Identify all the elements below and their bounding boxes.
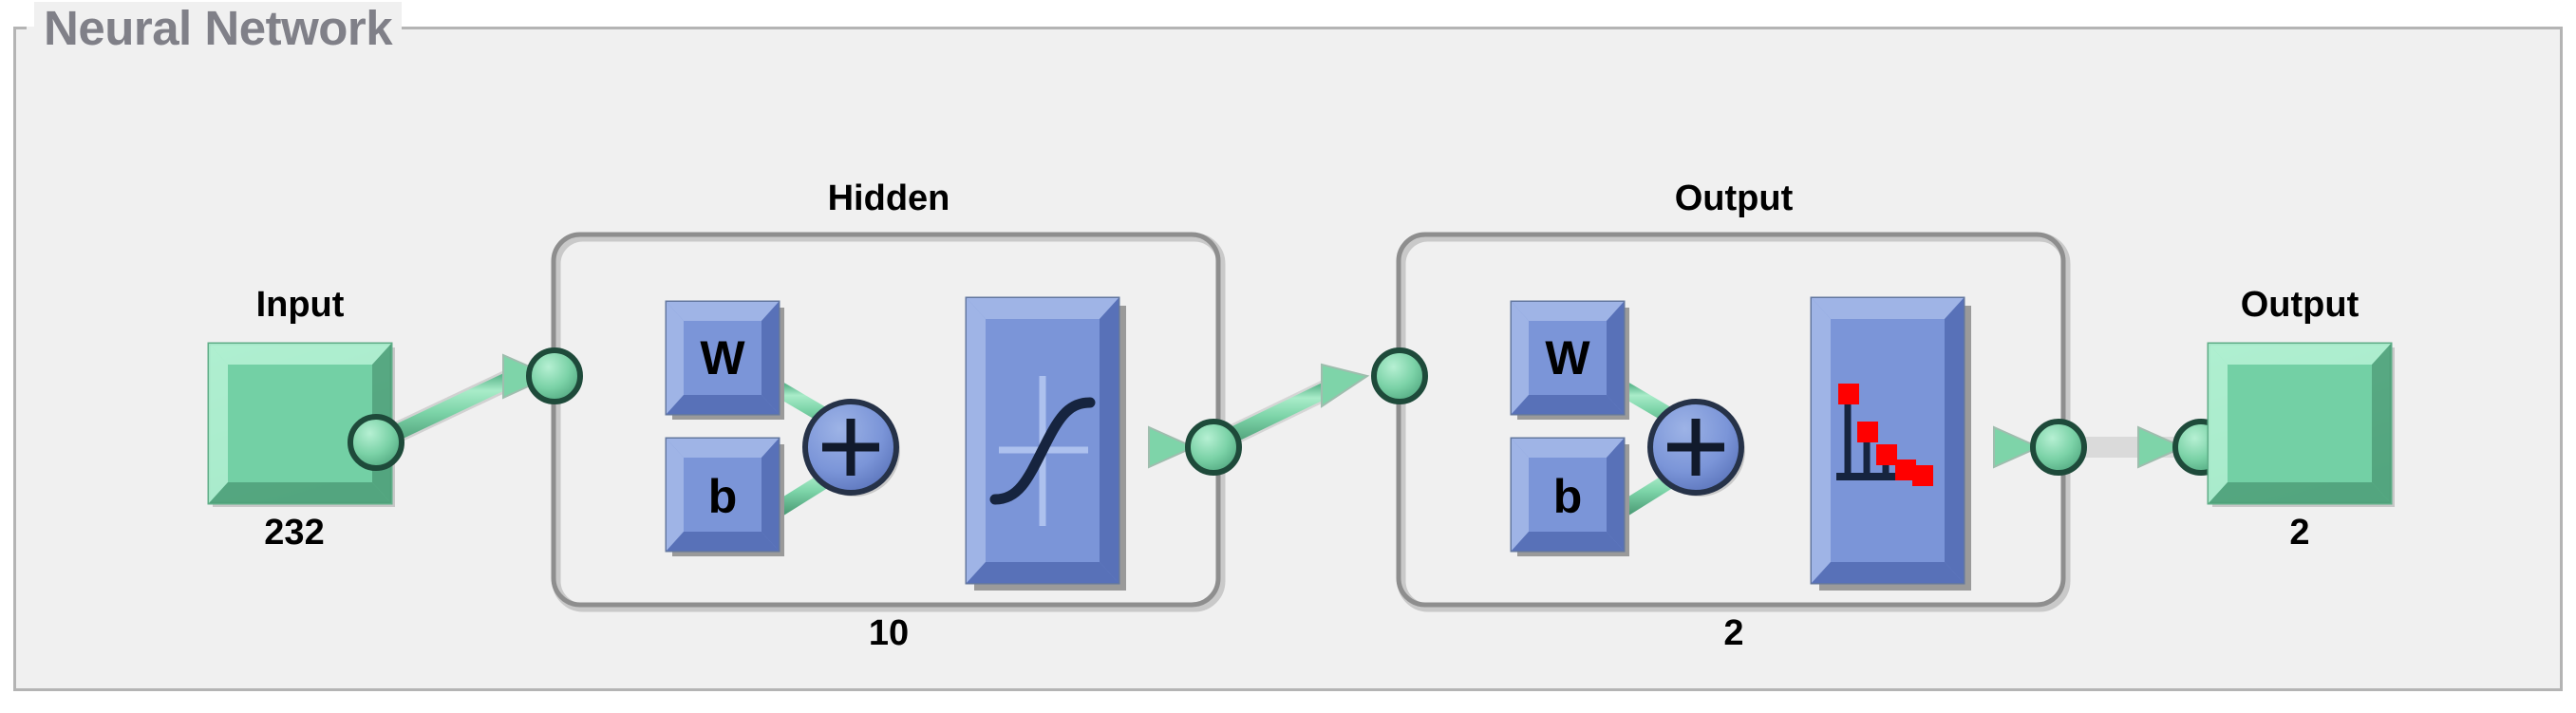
hidden-exit-node [1185, 419, 1242, 476]
panel-border-top-left [13, 27, 27, 29]
connector-hidden-transfer-to-exit [1122, 425, 1196, 469]
arrow-head-icon [2137, 425, 2186, 469]
panel-border-bottom [13, 688, 2563, 691]
output-label: Output [2240, 285, 2360, 325]
output-entry-node [1371, 347, 1428, 404]
panel-border-left [13, 27, 16, 691]
output-transfer-block[interactable] [1810, 296, 1971, 591]
output-exit-node [2030, 419, 2087, 476]
input-label: Input [255, 285, 345, 325]
page-title: Neural Network [34, 2, 403, 55]
panel-border-right [2560, 27, 2563, 691]
input-output-node [348, 414, 404, 471]
sigmoid-curve-icon [989, 397, 1096, 505]
output-sum-node[interactable] [1647, 399, 1745, 497]
output-layer-label: Output [1674, 178, 1794, 218]
output-bias-block[interactable]: b [1510, 437, 1629, 556]
arrow-head-icon [1321, 363, 1370, 408]
hidden-entry-node [526, 347, 583, 404]
stem-plot-icon [1838, 384, 1933, 486]
panel-border-top-right [397, 27, 2563, 29]
hidden-transfer-block[interactable] [965, 296, 1126, 591]
output-bias-label: b [1553, 470, 1583, 523]
output-weight-label: W [1545, 331, 1590, 385]
hidden-weight-label: W [700, 331, 745, 385]
arrow-head-icon [1993, 425, 2041, 469]
input-size-label: 232 [264, 513, 325, 553]
hidden-layer-label: Hidden [827, 178, 950, 218]
output-weight-block[interactable]: W [1510, 300, 1629, 420]
hidden-layer-size-label: 10 [868, 613, 910, 653]
network-graphics: W b [207, 232, 2395, 612]
output-block[interactable] [2207, 342, 2395, 507]
hidden-bias-block[interactable]: b [665, 437, 784, 556]
output-layer-size-label: 2 [1723, 613, 1744, 653]
output-size-label: 2 [2289, 513, 2310, 553]
hidden-sum-node[interactable] [802, 399, 900, 497]
network-diagram-canvas: W b [13, 27, 2563, 691]
hidden-weight-block[interactable]: W [665, 300, 784, 420]
arrow-head-icon [1148, 425, 1196, 469]
hidden-bias-label: b [708, 470, 738, 523]
neural-network-panel: Neural Network [13, 2, 2563, 691]
connector-output-transfer-to-exit [1967, 425, 2041, 469]
